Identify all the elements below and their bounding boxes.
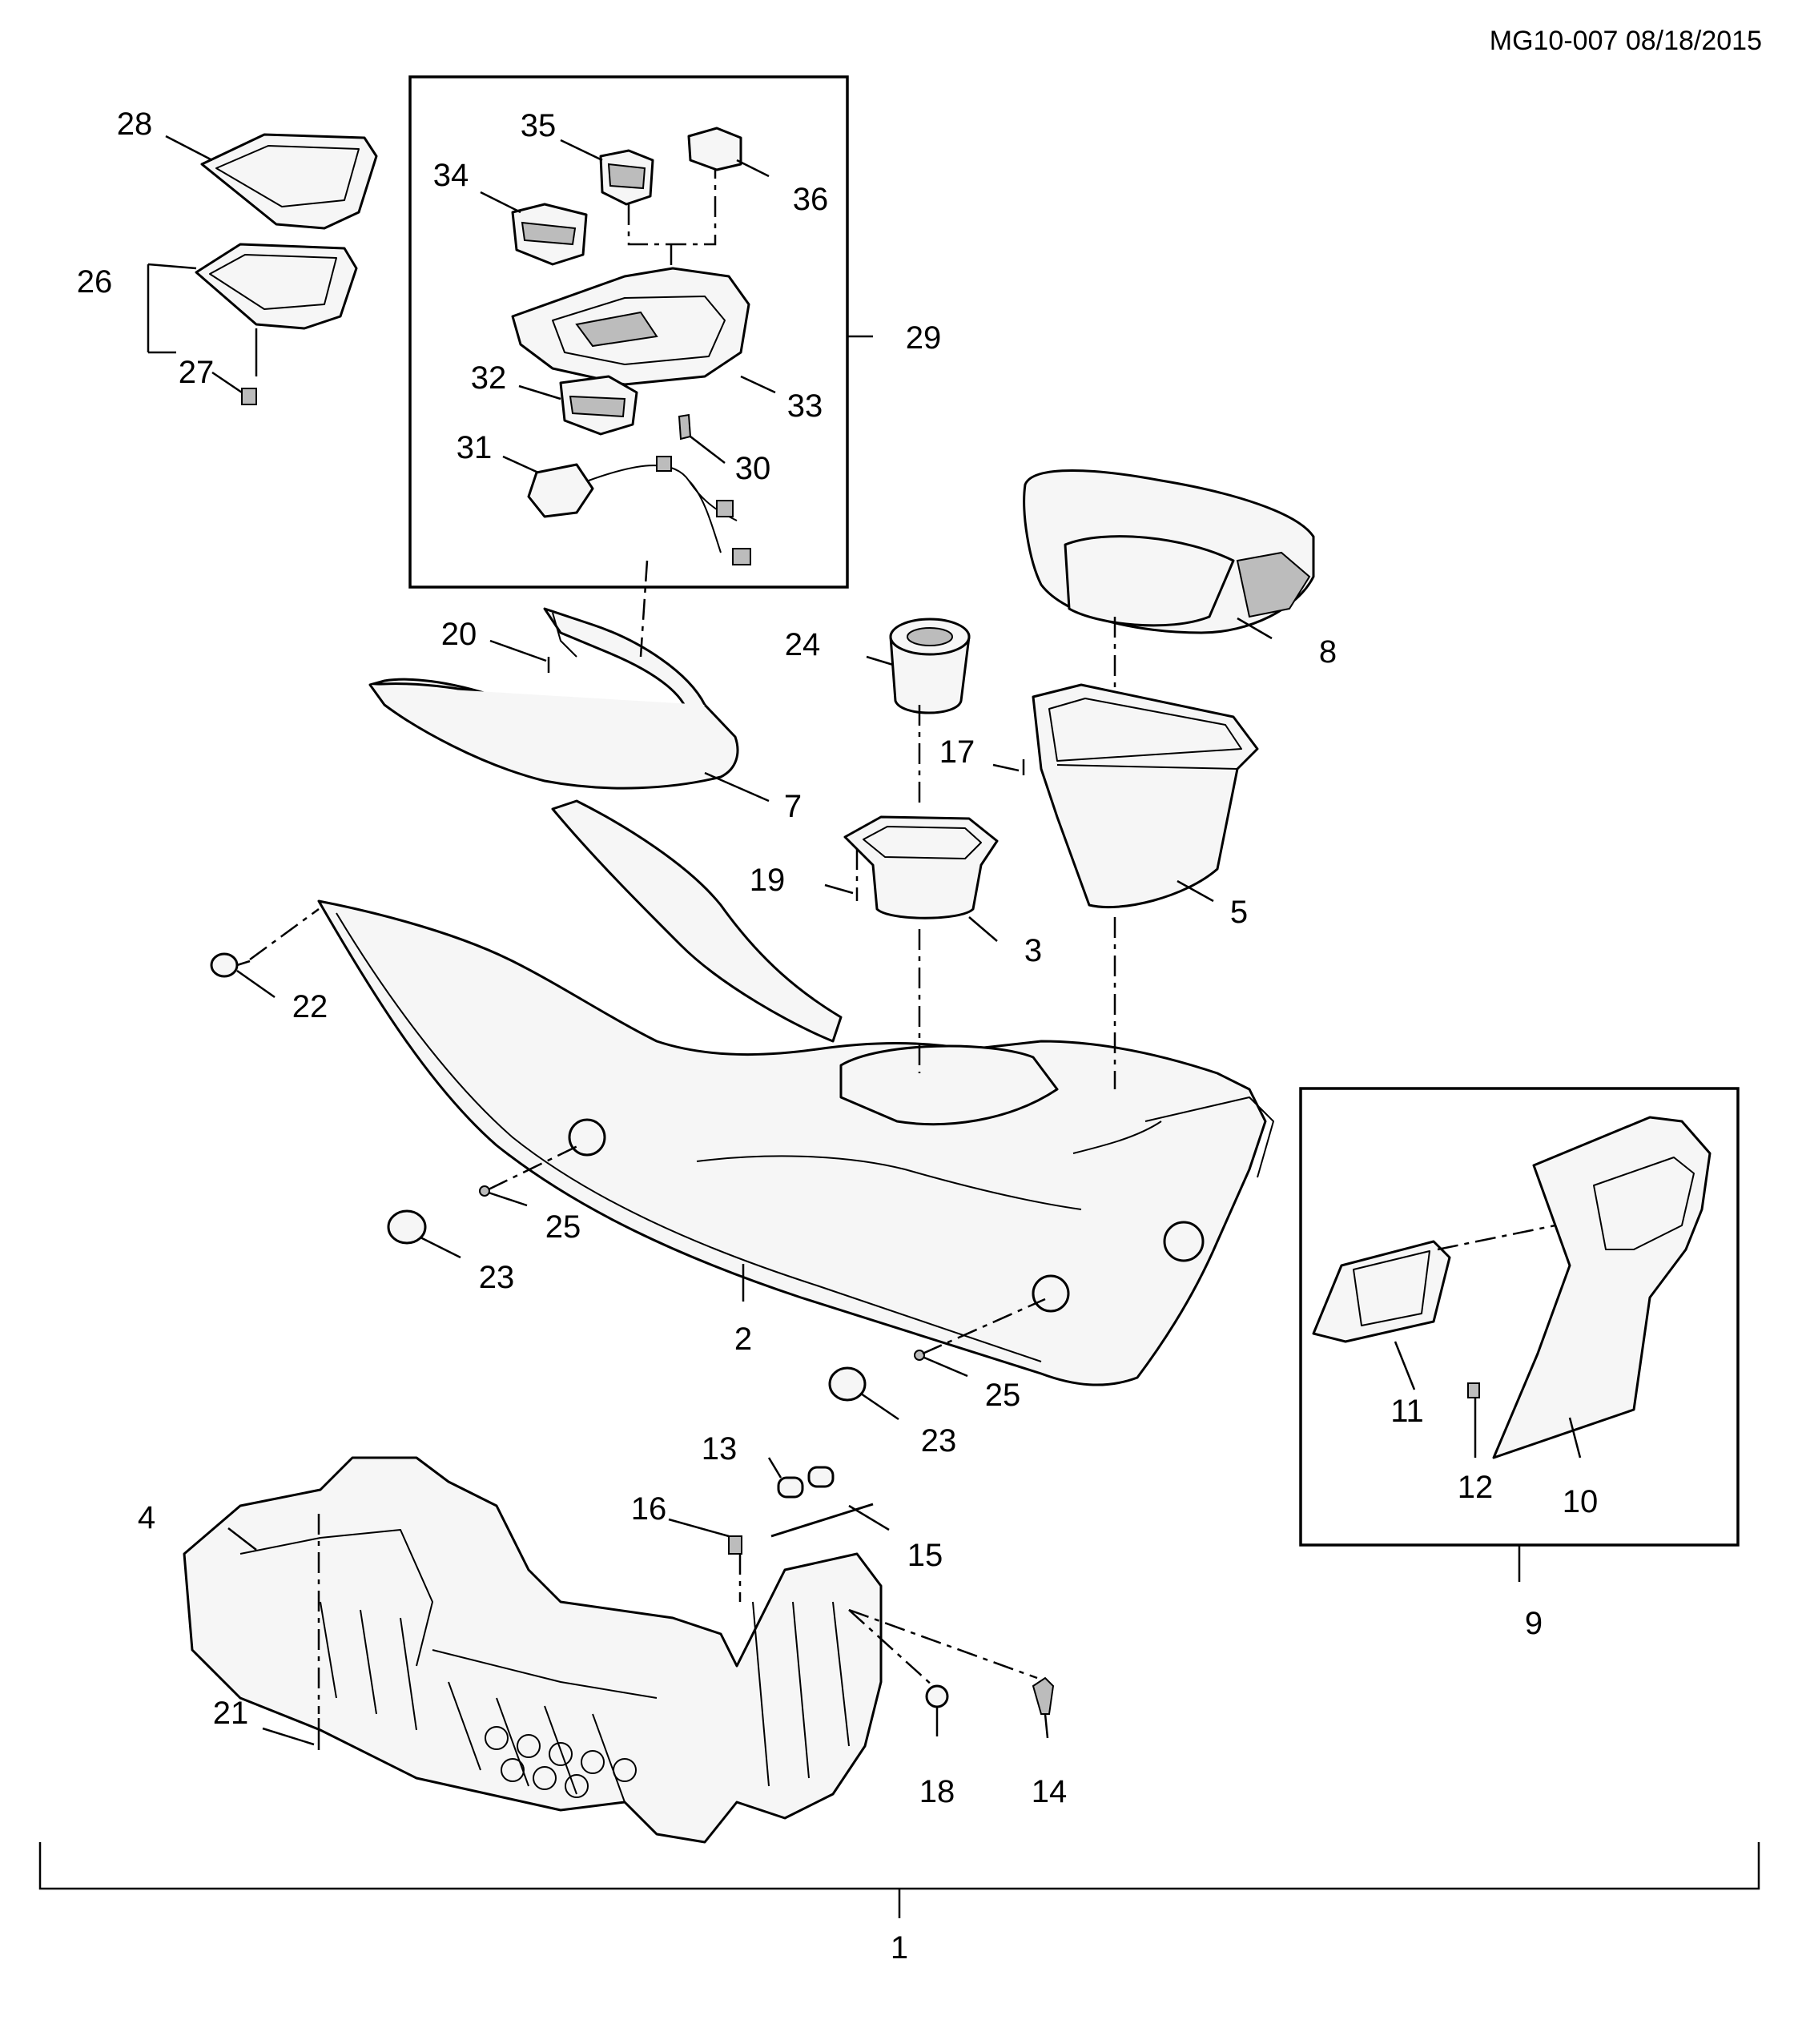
callout-4: 4 (138, 1500, 155, 1535)
callout-33: 33 (787, 388, 823, 424)
callout-27: 27 (179, 355, 215, 390)
part-14-clip (1032, 1676, 1055, 1715)
part-32-switch (559, 375, 638, 436)
callout-30: 30 (735, 451, 771, 486)
callout-23: 23 (921, 1423, 957, 1459)
callout-11: 11 (1390, 1394, 1424, 1429)
part-5-storage-bin (1032, 683, 1259, 908)
part-26-tray-liner (195, 243, 358, 330)
callout-15: 15 (907, 1538, 943, 1573)
callout-25: 25 (545, 1209, 581, 1245)
assembly-bracket (38, 1842, 1760, 1918)
center-lines (249, 560, 1556, 1714)
part-30-clip (678, 413, 692, 441)
part-25-nut-right (914, 1350, 925, 1361)
callout-3: 3 (1024, 933, 1042, 968)
part-15-rod (770, 1503, 874, 1538)
drawing-reference: MG10-007 08/18/2015 (1490, 26, 1762, 56)
part-13-grommets (777, 1466, 835, 1499)
part-28-tray (200, 133, 378, 230)
part-23-cover-left (387, 1209, 427, 1245)
callout-labels: 1 2 3 4 5 7 8 9 10 11 12 13 14 15 16 17 … (77, 107, 1599, 1966)
callout-12: 12 (1458, 1470, 1494, 1505)
callout-22: 22 (292, 989, 328, 1024)
callout-28: 28 (117, 107, 153, 142)
callout-34: 34 (433, 158, 469, 193)
callout-2: 2 (734, 1322, 752, 1357)
part-10-rear-panel (1492, 1116, 1712, 1459)
part-22-push-pin (210, 952, 251, 978)
part-35-switch (599, 149, 654, 206)
part-23-cover-right (828, 1366, 867, 1402)
part-3-cup-holder (843, 815, 999, 919)
callout-29: 29 (906, 320, 942, 356)
callout-32: 32 (471, 360, 507, 396)
bracket-lines-35-36 (627, 170, 717, 288)
part-8-armrest-lid (1023, 469, 1315, 634)
part-12-clip (1467, 1382, 1480, 1398)
switch-assembly-frame (408, 75, 849, 589)
callout-14: 14 (1032, 1774, 1068, 1809)
callout-9: 9 (1525, 1606, 1543, 1641)
part-16-clip (728, 1535, 742, 1555)
callout-35: 35 (521, 108, 557, 143)
callout-10: 10 (1563, 1484, 1599, 1519)
part-4-lower-bracket (183, 1456, 883, 1844)
part-24-cup-insert (889, 618, 971, 714)
callout-36: 36 (793, 182, 829, 217)
callout-8: 8 (1319, 634, 1337, 670)
leader-lines (147, 135, 1582, 1746)
callout-24: 24 (785, 627, 821, 662)
callout-21: 21 (213, 1696, 249, 1731)
callout-23: 23 (479, 1260, 515, 1295)
callout-31: 31 (457, 430, 493, 465)
part-36-switch-cover (687, 127, 742, 171)
part-18-push-pin (925, 1684, 949, 1722)
part-34-switch (511, 203, 588, 266)
part-11-rear-vent (1312, 1240, 1451, 1343)
part-27-clip (241, 328, 258, 405)
part-7-upper-trim (368, 607, 739, 790)
callout-17: 17 (939, 734, 975, 770)
part-33-shifter-bezel (511, 267, 750, 386)
callout-19: 19 (750, 863, 786, 898)
part-2-console-body (317, 799, 1274, 1386)
part-25-nut-left (479, 1185, 490, 1197)
callout-16: 16 (631, 1491, 667, 1527)
callout-13: 13 (702, 1431, 738, 1467)
callout-1: 1 (891, 1930, 908, 1966)
callout-7: 7 (784, 789, 802, 824)
callout-20: 20 (441, 617, 477, 652)
callout-26: 26 (77, 264, 113, 300)
part-31-wiring-harness (527, 456, 751, 565)
callout-25: 25 (985, 1378, 1021, 1413)
callout-5: 5 (1230, 895, 1248, 930)
callout-18: 18 (919, 1774, 955, 1809)
